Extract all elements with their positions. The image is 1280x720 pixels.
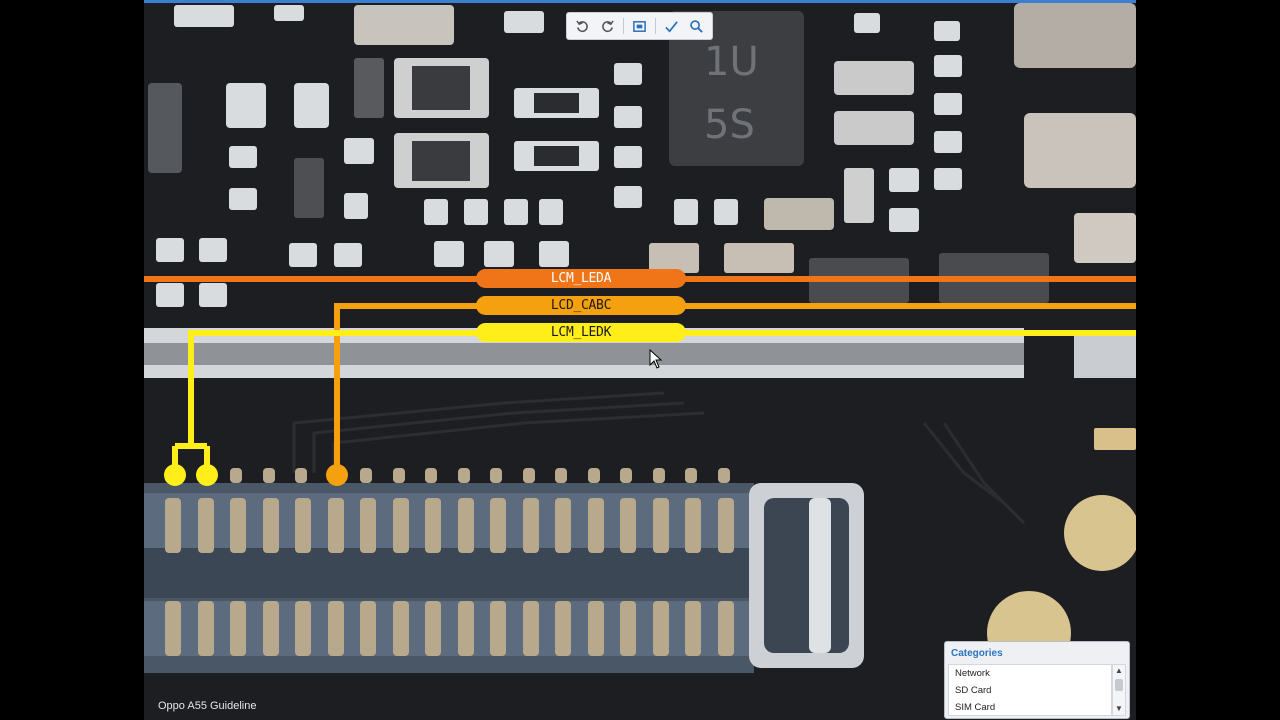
rotate-left-button[interactable]	[571, 15, 594, 37]
toolbar-separator	[655, 18, 656, 34]
silkscreen-1U: 1U	[704, 39, 759, 85]
rotate-right-button[interactable]	[596, 15, 619, 37]
search-icon	[690, 19, 703, 33]
net-label-lcm-leda[interactable]: LCM_LEDA	[476, 269, 686, 288]
categories-title: Categories	[951, 648, 1003, 659]
measure-tool-button[interactable]	[660, 15, 683, 37]
categories-list[interactable]: Network SD Card SIM Card	[948, 664, 1112, 716]
pin-marker-lcd-cabc	[326, 464, 348, 486]
toolbar-separator	[623, 18, 624, 34]
pcb-viewer[interactable]: 1U 5S	[144, 0, 1136, 720]
scroll-down-icon[interactable]: ▼	[1115, 704, 1123, 713]
scroll-up-icon[interactable]: ▲	[1115, 666, 1123, 675]
fit-screen-icon	[633, 20, 646, 32]
silkscreen-5S: 5S	[704, 102, 755, 148]
categories-panel: Categories Network SD Card SIM Card ▲ ▼	[944, 641, 1130, 719]
category-item-sd-card[interactable]: SD Card	[955, 685, 992, 696]
categories-scrollbar[interactable]: ▲ ▼	[1112, 664, 1126, 716]
category-item-sim-card[interactable]: SIM Card	[955, 702, 996, 713]
rotate-left-icon	[576, 19, 588, 32]
category-item-network[interactable]: Network	[955, 668, 990, 679]
pin-marker-lcm-ledk-1	[164, 464, 186, 486]
search-button[interactable]	[685, 15, 708, 37]
net-label-lcd-cabc[interactable]: LCD_CABC	[476, 296, 686, 315]
mouse-cursor-icon	[649, 349, 663, 369]
net-line-lcm-ledk	[172, 330, 1136, 473]
watermark-text: Oppo A55 Guideline	[158, 700, 257, 712]
pcb-board-image: 1U 5S	[144, 3, 1136, 720]
rotate-right-icon	[602, 19, 614, 32]
fit-screen-button[interactable]	[628, 15, 651, 37]
viewer-toolbar	[566, 12, 713, 40]
net-label-lcm-ledk[interactable]: LCM_LEDK	[476, 323, 686, 342]
measure-tool-icon	[665, 20, 678, 32]
net-line-lcd-cabc	[334, 303, 1136, 473]
pin-marker-lcm-ledk-2	[196, 464, 218, 486]
scroll-thumb[interactable]	[1115, 679, 1123, 691]
